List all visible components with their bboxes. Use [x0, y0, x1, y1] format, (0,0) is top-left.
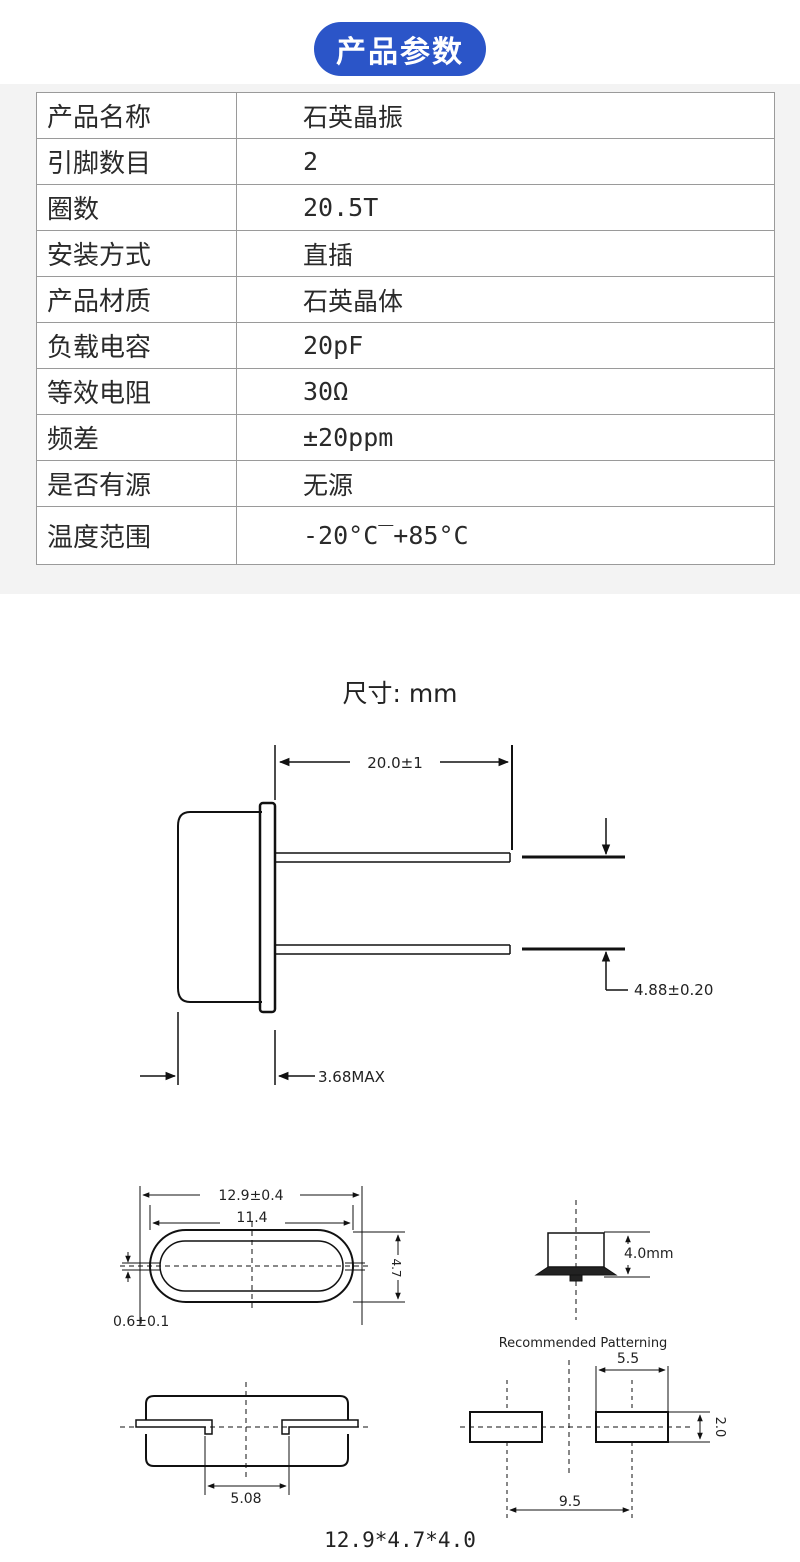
lead-pitch-label: 4.88±0.20 [634, 981, 713, 999]
smd-side-view-drawing [120, 1382, 372, 1495]
spec-value: 2 [236, 138, 775, 185]
top-view-drawing [120, 1186, 405, 1325]
spec-label: 是否有源 [36, 460, 237, 507]
pin-diameter-label: 0.6±0.1 [113, 1314, 169, 1330]
table-row: 是否有源无源 [36, 460, 775, 507]
table-row: 产品材质石英晶体 [36, 276, 775, 323]
pad-span-label: 9.5 [559, 1494, 581, 1510]
spec-label: 引脚数目 [36, 138, 237, 185]
spec-value: -20°C‾+85°C [236, 506, 775, 565]
spec-label: 等效电阻 [36, 368, 237, 415]
spec-value: 无源 [236, 460, 775, 507]
crystal-flange [258, 801, 277, 1014]
pad-length-label: 5.5 [617, 1351, 639, 1367]
spec-label: 负载电容 [36, 322, 237, 369]
spec-value: 直插 [236, 230, 775, 277]
height-label: 4.0mm [624, 1246, 674, 1262]
side-view-drawing [140, 745, 628, 1085]
pattern-title: Recommended Patterning [499, 1336, 668, 1351]
spec-value: ±20ppm [236, 414, 775, 461]
package-size-label: 12.9*4.7*4.0 [324, 1528, 476, 1552]
spec-label: 频差 [36, 414, 237, 461]
spec-value: 石英晶体 [236, 276, 775, 323]
spec-label: 安装方式 [36, 230, 237, 277]
section-title-pill: 产品参数 [314, 22, 486, 76]
inner-length-label: 11.4 [236, 1210, 267, 1226]
max-thickness-label: 3.68MAX [318, 1068, 385, 1086]
crystal-body-outline [177, 811, 262, 1003]
pattern-drawing [460, 1360, 710, 1518]
table-row: 频差±20ppm [36, 414, 775, 461]
lead-length-label: 20.0±1 [367, 754, 423, 772]
table-row: 产品名称石英晶振 [36, 92, 775, 139]
front-view-drawing [534, 1200, 650, 1320]
units-label: 尺寸: mm [342, 679, 458, 708]
pin-spacing-label: 5.08 [230, 1491, 261, 1507]
pad-width-label: 2.0 [712, 1417, 727, 1438]
spec-value: 30Ω [236, 368, 775, 415]
spec-label: 温度范围 [36, 506, 237, 565]
table-row: 安装方式直插 [36, 230, 775, 277]
table-row: 温度范围-20°C‾+85°C [36, 506, 775, 565]
body-width-label: 4.7 [389, 1258, 403, 1277]
body-length-label: 12.9±0.4 [218, 1188, 283, 1204]
